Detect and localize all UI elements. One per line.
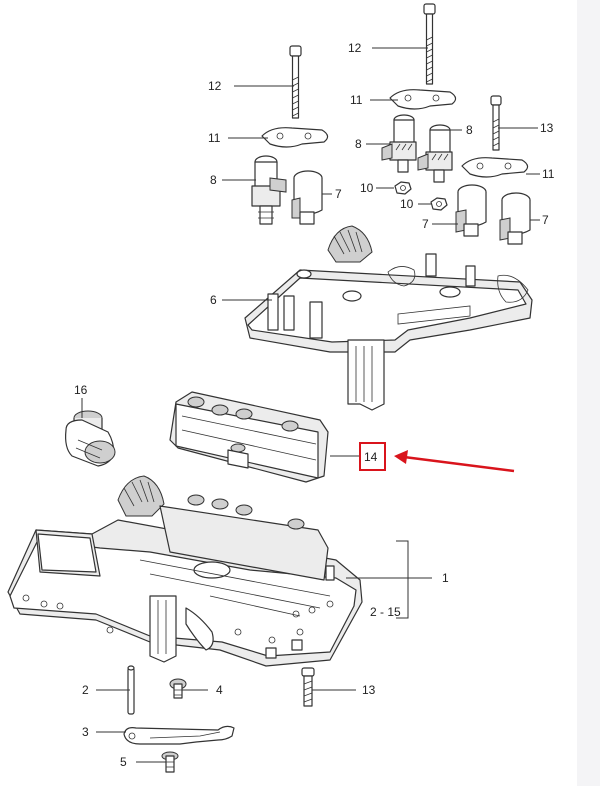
highlight-arrow-line [403, 455, 515, 473]
label-16: 16 [74, 383, 88, 397]
solenoid-7-mid [455, 184, 487, 237]
leader-lines [81, 47, 540, 763]
part-14-housing [169, 391, 329, 483]
label-8-right: 8 [466, 123, 473, 137]
label-10-upper: 10 [360, 181, 374, 195]
label-7-mid: 7 [422, 217, 429, 231]
label-10-lower: 10 [400, 197, 414, 211]
label-13-lower: 13 [362, 683, 376, 697]
clamp-11-top [389, 89, 457, 110]
nut-10-lower [430, 197, 448, 211]
label-12-left: 12 [208, 79, 222, 93]
label-5: 5 [120, 755, 127, 769]
solenoid-7-left [291, 170, 323, 225]
label-1: 1 [442, 571, 449, 585]
bolt-13-upper [490, 95, 502, 151]
nut-10-upper [394, 181, 412, 195]
solenoid-8-upper-right [417, 124, 453, 183]
label-7-left: 7 [335, 187, 342, 201]
screw-4 [169, 678, 187, 699]
label-11-left: 11 [208, 131, 221, 145]
highlight-14 [359, 442, 515, 473]
label-11-top: 11 [350, 93, 363, 107]
label-11-right: 11 [542, 167, 555, 181]
label-2-15: 2 - 15 [370, 605, 401, 619]
screw-5 [161, 751, 179, 773]
label-7-right: 7 [542, 213, 549, 227]
carrier-plate-6 [244, 225, 533, 411]
clamp-11-right [461, 157, 529, 178]
bolt-12-left [289, 45, 302, 119]
highlight-arrow-head [394, 450, 408, 464]
side-panel [577, 0, 600, 786]
bolt-12-upper [423, 3, 436, 85]
lever-3 [123, 725, 235, 745]
label-8-mid: 8 [355, 137, 362, 151]
highlight-box [359, 442, 386, 471]
callout-labels: 12 12 11 11 13 8 8 11 8 7 10 10 7 7 6 16… [74, 41, 555, 769]
solenoid-7-right [499, 192, 531, 245]
clamp-11-left [261, 127, 329, 148]
solenoid-8-left [251, 155, 287, 225]
solenoid-8-upper-left [381, 114, 417, 173]
bolt-13-lower [301, 667, 315, 707]
label-4: 4 [216, 683, 223, 697]
label-8-left: 8 [210, 173, 217, 187]
label-6: 6 [210, 293, 217, 307]
pin-2 [127, 665, 135, 715]
label-13-upper: 13 [540, 121, 554, 135]
label-14: 14 [364, 450, 378, 464]
label-2: 2 [82, 683, 89, 697]
label-12-top: 12 [348, 41, 362, 55]
label-3: 3 [82, 725, 89, 739]
valve-body-1 [7, 475, 363, 667]
plug-16 [65, 410, 116, 467]
